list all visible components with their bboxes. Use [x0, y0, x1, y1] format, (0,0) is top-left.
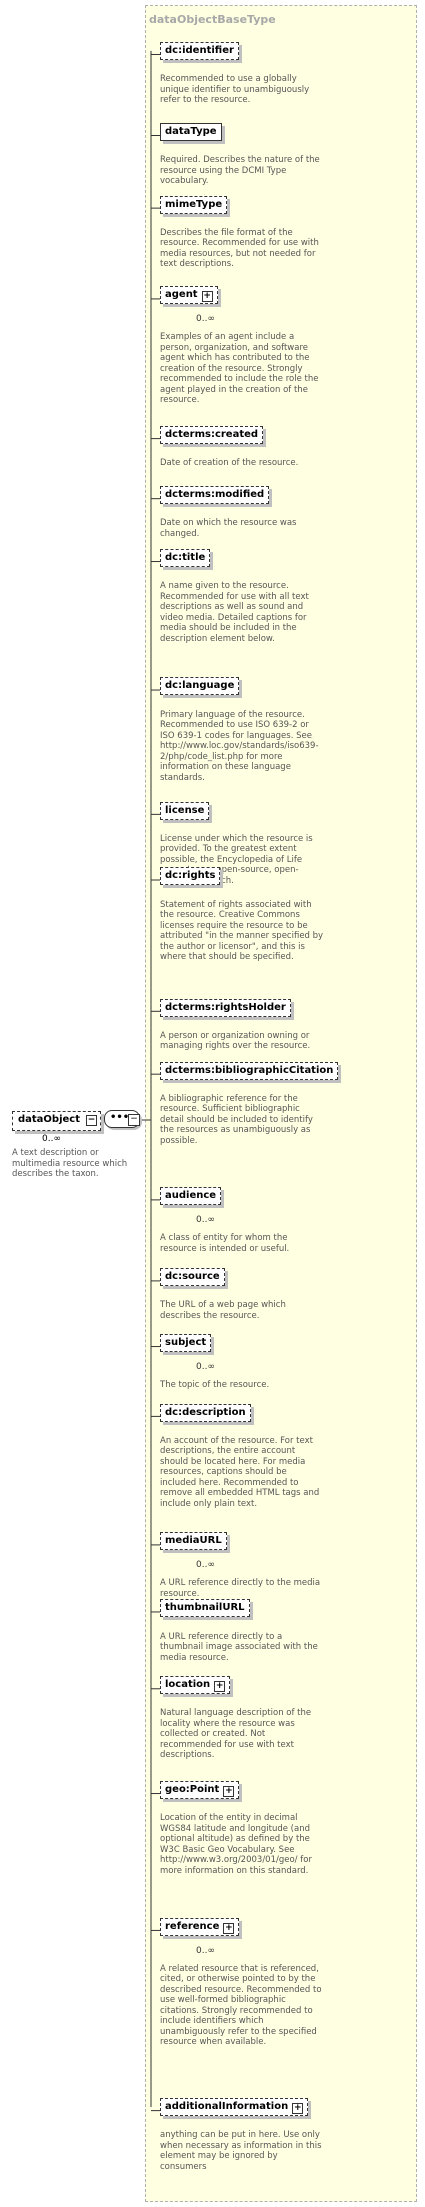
- element-description: The topic of the resource.: [160, 1380, 270, 1391]
- element-dc-identifier[interactable]: dc:identifier: [160, 41, 239, 60]
- expand-icon[interactable]: +: [223, 1785, 235, 1797]
- element-description: A URL reference directly to a thumbnail …: [160, 1631, 318, 1663]
- sequence-dots: •••: [110, 1112, 130, 1123]
- element-label: dc:identifier: [165, 44, 234, 56]
- root-description: A text description or multimedia resourc…: [12, 1148, 128, 1179]
- element-dcterms-created[interactable]: dcterms:created: [160, 426, 264, 445]
- type-title: dataObjectBaseType: [149, 13, 276, 26]
- element-dcterms-rightsholder[interactable]: dcterms:rightsHolder: [160, 998, 291, 1017]
- element-cardinality: 0..∞: [196, 1560, 215, 1571]
- element-location[interactable]: location+: [160, 1676, 231, 1695]
- element-dc-description[interactable]: dc:description: [160, 1403, 251, 1422]
- element-label: dcterms:rightsHolder: [165, 1001, 286, 1013]
- element-dcterms-bibliographiccitation[interactable]: dcterms:bibliographicCitation: [160, 1061, 339, 1080]
- element-agent[interactable]: agent+: [160, 286, 218, 305]
- element-label: dataType: [165, 125, 217, 137]
- element-cardinality: 0..∞: [196, 1215, 215, 1226]
- expand-icon[interactable]: +: [223, 1922, 235, 1934]
- element-label: dc:source: [165, 1271, 220, 1283]
- sequence-collapse-icon[interactable]: −: [128, 1114, 140, 1126]
- element-label: dcterms:created: [165, 429, 259, 441]
- element-description: Recommended to use a globally unique ide…: [160, 74, 310, 106]
- element-description: Date on which the resource was changed.: [160, 518, 297, 539]
- element-cardinality: 0..∞: [196, 314, 215, 325]
- element-subject[interactable]: subject: [160, 1333, 212, 1352]
- element-label: subject: [165, 1336, 207, 1348]
- element-label: dcterms:modified: [165, 489, 265, 501]
- element-label: dc:rights: [165, 870, 216, 882]
- element-description: A URL reference directly to the media re…: [160, 1578, 321, 1599]
- element-cardinality: 0..∞: [196, 1361, 215, 1372]
- element-label: dc:language: [165, 680, 235, 692]
- element-dc-language[interactable]: dc:language: [160, 677, 240, 696]
- element-description: A related resource that is referenced, c…: [160, 1963, 322, 2048]
- element-label: audience: [165, 1190, 217, 1202]
- element-description: Describes the file format of the resourc…: [160, 227, 319, 270]
- element-label: agent: [165, 289, 198, 301]
- element-description: Statement of rights associated with the …: [160, 899, 324, 963]
- collapse-icon[interactable]: −: [86, 1115, 98, 1126]
- element-label: mediaURL: [165, 1535, 222, 1547]
- element-description: A class of entity for whom the resource …: [160, 1233, 290, 1254]
- element-description: Location of the entity in decimal WGS84 …: [160, 1813, 312, 1876]
- element-description: A name given to the resource. Recommende…: [160, 581, 309, 644]
- element-label: mimeType: [165, 198, 223, 210]
- root-element-label: dataObject: [18, 1114, 81, 1125]
- element-mimetype[interactable]: mimeType: [160, 195, 228, 214]
- element-label: location: [165, 1679, 211, 1691]
- element-dc-rights[interactable]: dc:rights: [160, 867, 221, 886]
- element-label: thumbnailURL: [165, 1602, 245, 1614]
- element-description: Primary language of the resource. Recomm…: [160, 709, 319, 783]
- element-dc-source[interactable]: dc:source: [160, 1268, 225, 1287]
- element-geo-point[interactable]: geo:Point+: [160, 1780, 240, 1799]
- element-thumbnailurl[interactable]: thumbnailURL: [160, 1599, 250, 1618]
- element-description: Natural language description of the loca…: [160, 1708, 312, 1761]
- element-dcterms-modified[interactable]: dcterms:modified: [160, 486, 270, 505]
- expand-icon[interactable]: +: [201, 291, 213, 303]
- element-description: An account of the resource. For text des…: [160, 1435, 320, 1509]
- element-label: dcterms:bibliographicCitation: [165, 1064, 334, 1076]
- element-description: Date of creation of the resource.: [160, 458, 299, 469]
- type-panel: [145, 5, 417, 2202]
- element-cardinality: 0..∞: [196, 1945, 215, 1956]
- element-label: dc:description: [165, 1406, 246, 1418]
- element-description: A person or organization owning or manag…: [160, 1030, 311, 1052]
- element-additionalinformation[interactable]: additionalInformation+: [160, 2098, 309, 2117]
- expand-icon[interactable]: +: [292, 2103, 304, 2115]
- element-description: anything can be put in here. Use only wh…: [160, 2130, 322, 2172]
- element-label: dc:title: [165, 551, 206, 563]
- root-element-dataObject[interactable]: dataObject −: [12, 1111, 102, 1131]
- element-description: Examples of an agent include a person, o…: [160, 332, 319, 406]
- element-label: additionalInformation: [165, 2101, 289, 2113]
- element-label: geo:Point: [165, 1783, 220, 1795]
- expand-icon[interactable]: +: [214, 1681, 226, 1693]
- element-audience[interactable]: audience: [160, 1187, 222, 1206]
- element-mediaurl[interactable]: mediaURL: [160, 1532, 227, 1551]
- element-reference[interactable]: reference+: [160, 1917, 240, 1936]
- element-description: A bibliographic reference for the resour…: [160, 1093, 313, 1146]
- element-dc-title[interactable]: dc:title: [160, 548, 211, 567]
- root-cardinality: 0..∞: [42, 1134, 61, 1144]
- element-label: reference: [165, 1920, 220, 1932]
- element-datatype[interactable]: dataType: [160, 122, 222, 141]
- element-description: Required. Describes the nature of the re…: [160, 155, 320, 187]
- element-label: license: [165, 804, 205, 816]
- element-license[interactable]: license: [160, 801, 210, 820]
- element-description: The URL of a web page which describes th…: [160, 1300, 286, 1321]
